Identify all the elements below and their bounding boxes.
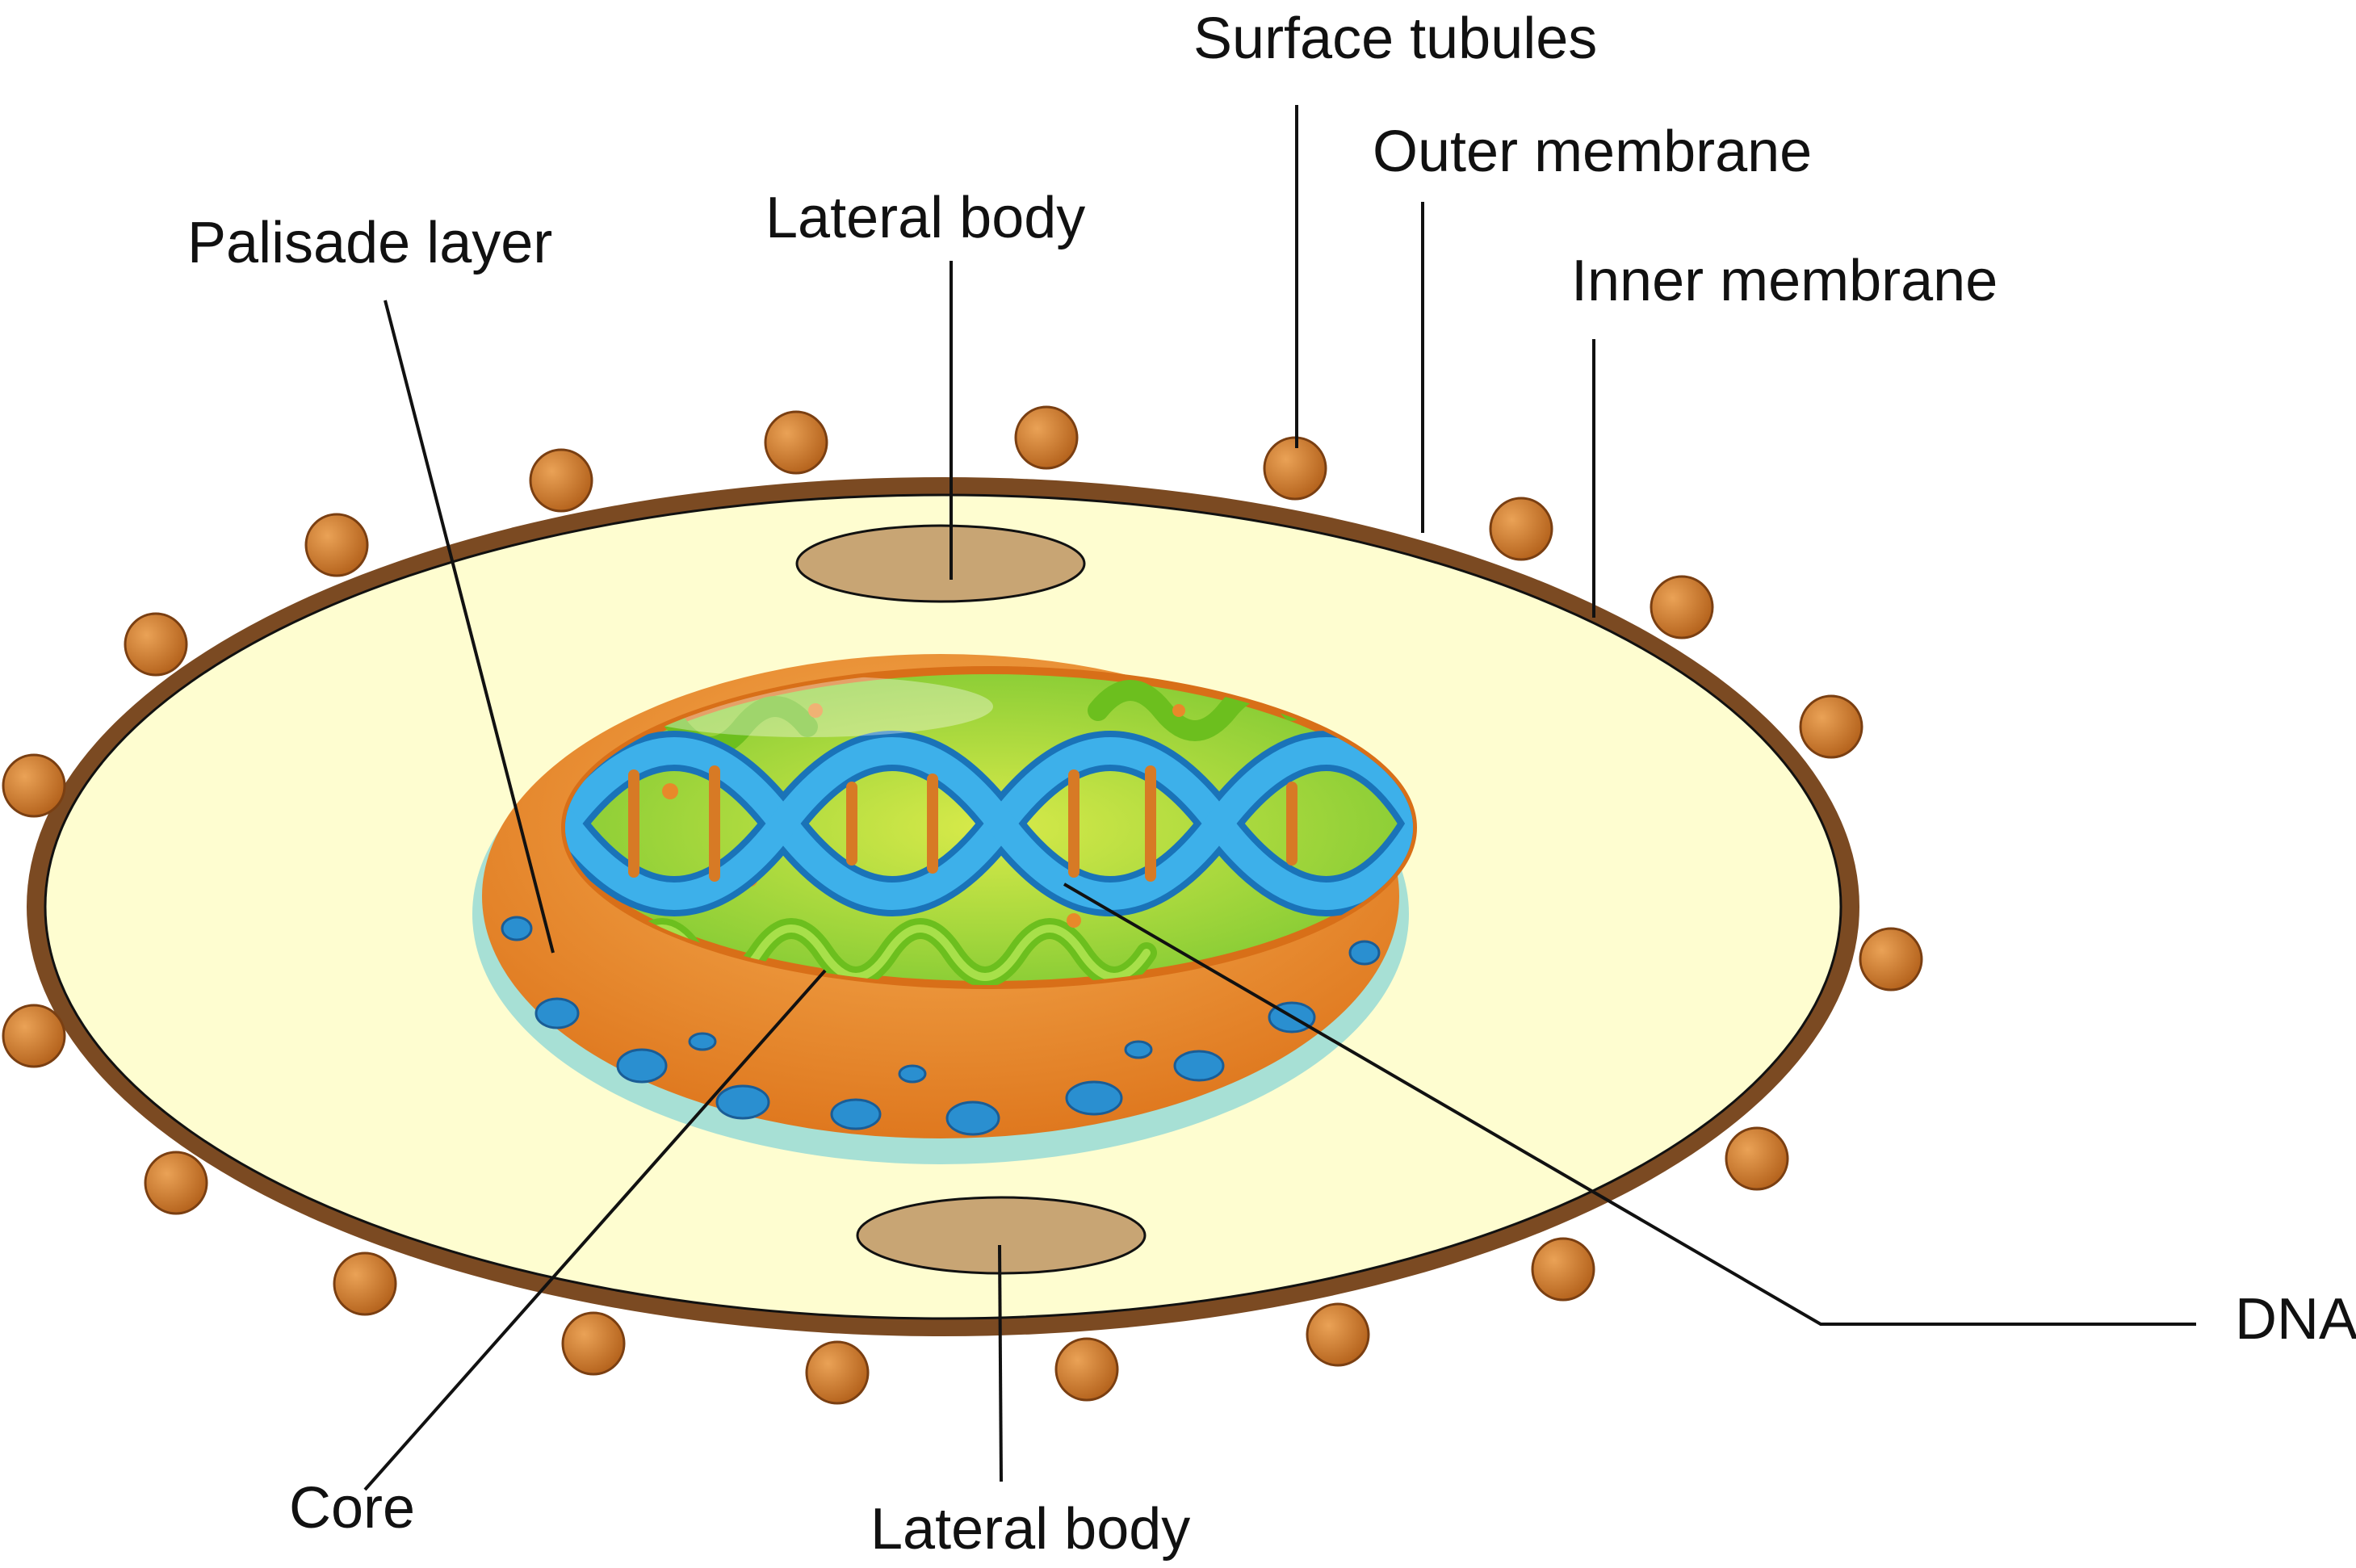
label-dna: DNA xyxy=(2235,1287,2356,1352)
surface-tubule xyxy=(1531,1237,1595,1302)
label-surface-tubules: Surface tubules xyxy=(1193,6,1597,71)
surface-tubule xyxy=(805,1340,870,1405)
surface-tubule xyxy=(529,448,593,513)
label-core: Core xyxy=(289,1476,415,1541)
surface-tubule xyxy=(1014,405,1079,470)
surface-tubule xyxy=(2,753,66,818)
surface-tubule xyxy=(1306,1302,1370,1367)
label-inner-membrane: Inner membrane xyxy=(1571,249,1998,313)
label-palisade-layer: Palisade layer xyxy=(187,211,552,275)
surface-tubule xyxy=(2,1004,66,1068)
surface-tubule xyxy=(1650,575,1714,639)
surface-tubule xyxy=(1054,1337,1119,1402)
lateral-body-top xyxy=(795,524,1086,603)
leader-lines xyxy=(363,105,2196,1491)
surface-tubule xyxy=(1859,927,1923,992)
surface-tubules xyxy=(2,405,1923,1405)
label-lateral-body-bottom: Lateral body xyxy=(870,1497,1190,1562)
surface-tubule xyxy=(144,1151,208,1215)
surface-tubule xyxy=(304,513,369,577)
core xyxy=(472,654,1417,1164)
label-outer-membrane: Outer membrane xyxy=(1373,119,1812,184)
surface-tubule xyxy=(561,1311,626,1376)
label-lateral-body-top: Lateral body xyxy=(765,186,1085,250)
surface-tubule xyxy=(1489,497,1553,561)
surface-tubule xyxy=(764,410,828,475)
surface-tubule xyxy=(124,612,188,677)
surface-tubule xyxy=(1799,694,1863,759)
surface-tubule xyxy=(333,1251,397,1316)
surface-tubule xyxy=(1725,1126,1789,1191)
